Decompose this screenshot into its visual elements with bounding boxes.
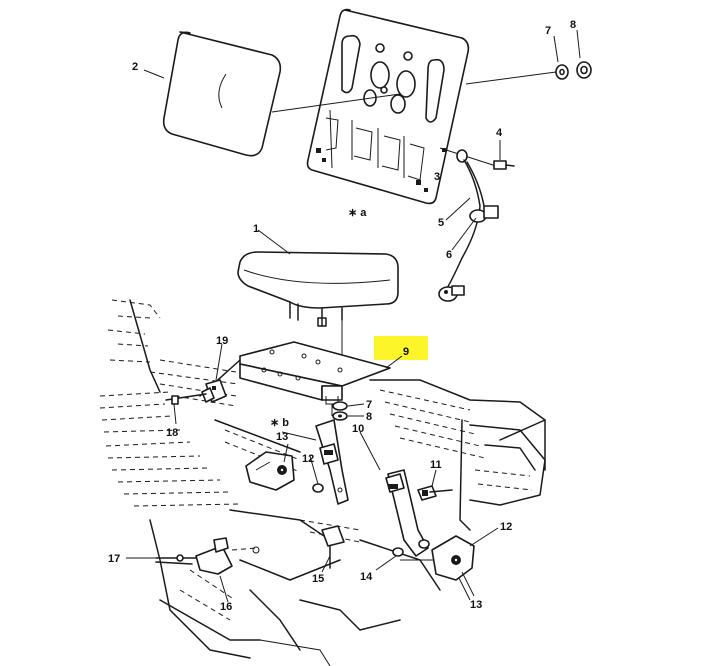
callout-2: 2	[132, 61, 138, 73]
callout-12-right: 12	[500, 521, 512, 533]
callout-leaders	[126, 29, 581, 603]
callout-5: 5	[438, 217, 444, 229]
seat-cushion	[237, 251, 399, 364]
callout-18: 18	[166, 427, 178, 439]
callout-3: 3	[434, 171, 440, 183]
bolt-11	[417, 485, 453, 501]
callout-11: 11	[430, 459, 442, 471]
callout-16: 16	[220, 601, 232, 613]
callout-10: 10	[352, 423, 364, 435]
left-latch-bracket	[165, 379, 227, 405]
callout-17: 17	[108, 553, 120, 565]
seat-back-cushion	[162, 31, 282, 157]
callout-4: 4	[496, 127, 503, 139]
callout-8-top: 8	[570, 19, 576, 31]
callout-15: 15	[312, 573, 324, 585]
callout-14: 14	[360, 571, 373, 583]
callout-star-a: ∗ a	[348, 207, 367, 219]
washer-and-nut-top	[555, 61, 592, 80]
callout-labels: 2 1 7 8 4 5 6 ∗ a 9 7 8 10 ∗ b 13 12 11 …	[108, 19, 576, 613]
tall-seat-bracket	[315, 419, 429, 557]
lanyard-pin-assembly	[438, 147, 515, 302]
hinge-plate-right	[431, 535, 475, 581]
callout-13-right: 13	[470, 599, 482, 611]
bolt-15	[252, 525, 345, 569]
lower-latch-bracket	[155, 537, 257, 575]
hinge-plate-left	[245, 451, 295, 491]
callout-1: 1	[253, 223, 259, 235]
callout-12-left: 12	[302, 453, 314, 465]
vehicle-floor-background	[99, 299, 546, 666]
highlight-callout-9	[374, 336, 428, 360]
callout-9: 9	[403, 346, 409, 358]
callout-13-left: 13	[276, 431, 288, 443]
seat-mounting-plate	[239, 341, 391, 416]
callout-19: 19	[216, 335, 228, 347]
callout-star-b: ∗ b	[270, 417, 289, 429]
washers-small	[312, 483, 430, 557]
seat-back-frame	[306, 8, 470, 205]
callout-7-top: 7	[545, 25, 551, 37]
callout-7-mid: 7	[366, 399, 372, 411]
callout-6: 6	[446, 249, 452, 261]
washer-and-nut-middle	[332, 401, 348, 421]
callout-8-mid: 8	[366, 411, 372, 423]
